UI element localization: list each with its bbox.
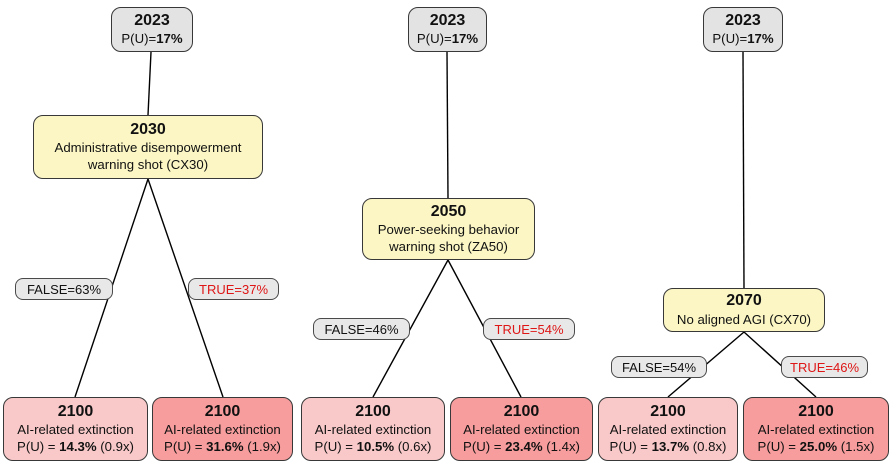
edge-label-false: FALSE=46% [313,318,410,340]
prob-value: 13.7% [651,439,690,455]
node-year: 2023 [134,11,170,29]
outcome-node-true: 2100 AI-related extinction P(U) = 23.4% … [450,397,593,461]
prob-multiplier: (1.4x) [542,439,580,455]
outcome-label: AI-related extinction [314,422,432,438]
outcome-node-false: 2100 AI-related extinction P(U) = 13.7% … [598,397,738,461]
node-year: 2100 [57,402,94,420]
prob-prefix: P(U) = [314,439,357,455]
prob-prefix: P(U) = [17,439,60,455]
prob-prefix: P(U) = [609,439,652,455]
edge-label-false: FALSE=63% [15,278,113,300]
root-node-2023: 2023 P(U)=17% [703,7,783,52]
prob-prefix: P(U)= [416,31,452,47]
prob-multiplier: (1.9x) [243,439,281,455]
event-label: Power-seeking behavior warning shot (ZA5… [377,222,520,255]
node-probability: P(U)=17% [417,30,478,47]
outcome-label: AI-related extinction [164,422,281,438]
node-year: 2050 [430,202,467,220]
node-year: 2023 [725,11,761,29]
outcome-label: AI-related extinction [17,422,134,438]
node-year: 2030 [130,120,166,138]
prob-prefix: P(U) = [757,439,800,455]
prob-multiplier: (0.8x) [689,439,727,455]
prob-value: 17% [451,31,479,47]
node-probability: P(U) = 31.6% (1.9x) [164,438,281,455]
prob-prefix: P(U)= [121,31,157,47]
node-probability: P(U) = 10.5% (0.6x) [315,438,432,455]
outcome-label: AI-related extinction [757,422,875,438]
event-node-2050: 2050 Power-seeking behavior warning shot… [362,198,535,260]
prob-multiplier: (1.5x) [837,439,875,455]
prob-value: 17% [747,31,774,47]
outcome-node-false: 2100 AI-related extinction P(U) = 14.3% … [3,397,148,461]
prob-prefix: P(U) = [164,439,207,455]
edge-label-true: TRUE=37% [188,278,279,300]
prob-value: 23.4% [505,439,543,455]
node-year: 2100 [650,402,686,420]
node-probability: P(U) = 13.7% (0.8x) [610,438,727,455]
outcome-node-false: 2100 AI-related extinction P(U) = 10.5% … [301,397,445,461]
edge-label-false: FALSE=54% [611,356,707,378]
event-node-2030: 2030 Administrative disempowerment warni… [33,115,263,179]
node-year: 2100 [798,402,834,420]
prob-value: 14.3% [59,439,97,455]
node-probability: P(U) = 14.3% (0.9x) [17,438,134,455]
prob-value: 17% [156,31,183,47]
root-node-2023: 2023 P(U)=17% [111,7,193,52]
outcome-label: AI-related extinction [609,422,727,438]
node-probability: P(U) = 23.4% (1.4x) [463,438,580,455]
edge-label-true: TRUE=46% [781,356,868,378]
prob-prefix: P(U)= [712,31,748,47]
prob-multiplier: (0.9x) [96,439,134,455]
node-probability: P(U)=17% [121,30,182,47]
edge-label-true: TRUE=54% [483,318,575,340]
node-year: 2070 [726,292,762,310]
prob-value: 10.5% [356,439,395,455]
node-year: 2100 [204,402,241,420]
event-label: Administrative disempowerment warning sh… [54,140,242,173]
prob-value: 31.6% [206,439,244,455]
event-label: No aligned AGI (CX70) [676,311,812,327]
event-node-2070: 2070 No aligned AGI (CX70) [663,288,825,332]
outcome-node-true: 2100 AI-related extinction P(U) = 31.6% … [152,397,293,461]
prob-multiplier: (0.6x) [394,439,432,455]
node-probability: P(U) = 25.0% (1.5x) [758,438,875,455]
prob-value: 25.0% [799,439,838,455]
node-probability: P(U)=17% [712,30,773,47]
node-year: 2100 [355,402,391,420]
prob-prefix: P(U) = [463,439,506,455]
node-year: 2100 [503,402,540,420]
node-year: 2023 [429,11,466,29]
outcome-node-true: 2100 AI-related extinction P(U) = 25.0% … [743,397,889,461]
outcome-label: AI-related extinction [463,422,580,438]
root-node-2023: 2023 P(U)=17% [408,7,487,52]
